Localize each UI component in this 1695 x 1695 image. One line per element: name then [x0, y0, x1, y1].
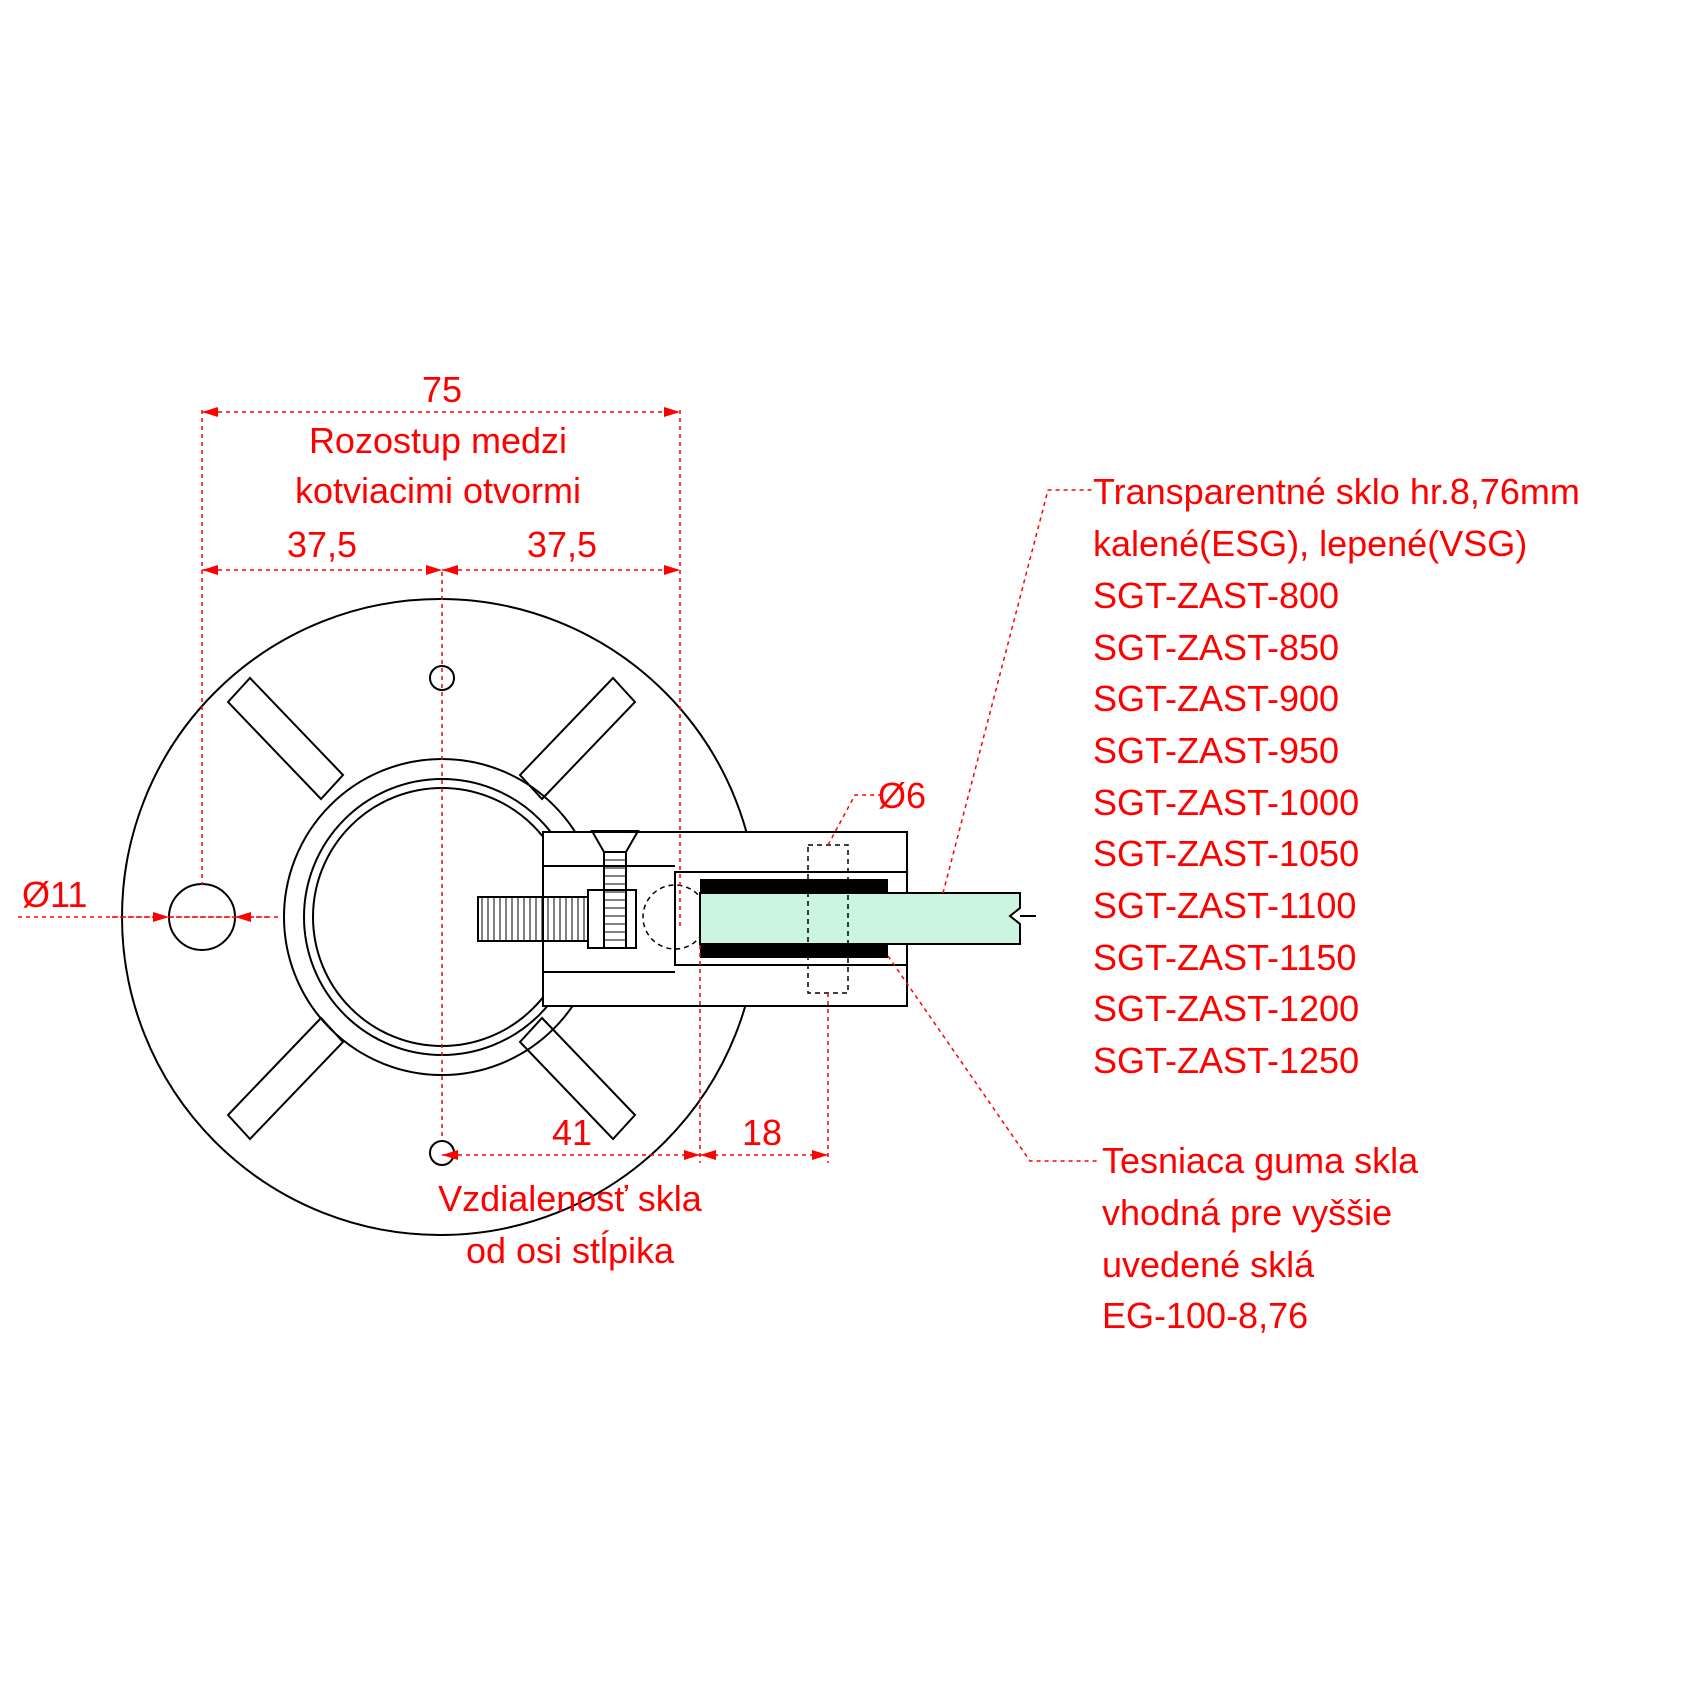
screw-nut [587, 889, 637, 949]
gasket-bottom [700, 944, 888, 958]
arrow-41-right [684, 1150, 700, 1160]
rib-bottom-left [226, 1016, 345, 1141]
arrow-18-right [812, 1150, 828, 1160]
label-glass-distance: 41 [552, 1112, 592, 1153]
rib-top-left [226, 676, 345, 801]
arrow-75-right [664, 407, 680, 417]
rib-bottom-right [518, 1016, 637, 1141]
gasket-note-line: uvedené sklá [1102, 1244, 1315, 1285]
glass-note-line: SGT-ZAST-850 [1093, 627, 1339, 668]
glass-note-line: kalené(ESG), lepené(VSG) [1093, 523, 1527, 564]
glass-note-line: SGT-ZAST-1150 [1093, 937, 1356, 978]
locking-screw-thread [604, 859, 626, 941]
glass-note-line: SGT-ZAST-1100 [1093, 885, 1356, 926]
screw-hole-top [429, 665, 455, 691]
arrow-37-5-d [664, 565, 680, 575]
label-distance-caption-1: Vzdialenosť skla [438, 1178, 703, 1219]
glass-note-line: SGT-ZAST-1050 [1093, 833, 1359, 874]
arrow-75-left [202, 407, 218, 417]
label-total-spacing: 75 [422, 369, 462, 410]
label-half-right: 37,5 [527, 524, 597, 565]
glass-note-line: SGT-ZAST-900 [1093, 678, 1339, 719]
label-spacing-caption-2: kotviacimi otvormi [295, 470, 581, 511]
rib-top-right [518, 676, 637, 801]
arrow-37-5-c [442, 565, 458, 575]
arrow-hole-right [235, 912, 251, 922]
label-distance-caption-2: od osi stĺpika [466, 1229, 675, 1271]
gasket-note-line: vhodná pre vyššie [1102, 1192, 1392, 1233]
label-half-left: 37,5 [287, 524, 357, 565]
arrow-41-left [442, 1150, 458, 1160]
glass-note-line: SGT-ZAST-950 [1093, 730, 1339, 771]
glass-note-line: SGT-ZAST-1250 [1093, 1040, 1359, 1081]
clamp-slot [543, 865, 675, 973]
gasket-note-line: EG-100-8,76 [1102, 1295, 1308, 1336]
arrow-37-5-b [426, 565, 442, 575]
label-clamp-depth: 18 [742, 1112, 782, 1153]
label-hole-diameter: Ø11 [22, 874, 87, 915]
arrow-18-left [700, 1150, 716, 1160]
glass-pane [699, 892, 1021, 945]
arrow-37-5-a [202, 565, 218, 575]
label-bolt-diameter: Ø6 [878, 775, 926, 816]
glass-note-line: Transparentné sklo hr.8,76mm [1093, 471, 1580, 512]
glass-note-line: SGT-ZAST-800 [1093, 575, 1339, 616]
leader-glass [942, 489, 1093, 894]
gasket-top [700, 879, 888, 893]
label-spacing-caption-1: Rozostup medzi [309, 420, 567, 461]
arrow-hole-left [153, 912, 169, 922]
rod-thread [481, 897, 585, 941]
gasket-note-line: Tesniaca guma skla [1102, 1140, 1419, 1181]
leader-bolt [827, 794, 880, 846]
leader-gasket [887, 955, 1100, 1162]
glass-note-line: SGT-ZAST-1200 [1093, 988, 1359, 1029]
glass-note-line: SGT-ZAST-1000 [1093, 782, 1359, 823]
